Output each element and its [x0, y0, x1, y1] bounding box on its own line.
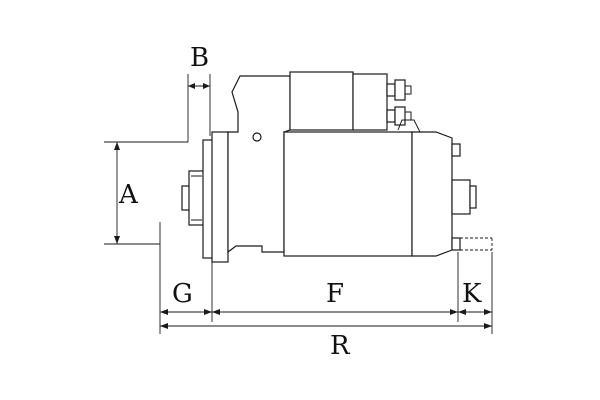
pinion-gear [188, 170, 205, 226]
extension-lines [159, 222, 493, 334]
bearing-boss-tip [469, 185, 477, 209]
dimension-label-r: R [330, 331, 351, 361]
bearing-boss [451, 179, 471, 215]
dimension-label-k: K [462, 279, 482, 309]
drive-housing [227, 75, 291, 254]
dimension-k: K [458, 279, 492, 315]
solenoid-cap [352, 73, 388, 131]
motor-housing [283, 131, 413, 257]
end-cap [411, 131, 453, 257]
mounting-hole [252, 132, 262, 142]
bolt-extension-dashed [460, 237, 493, 251]
bracket-strap [397, 119, 421, 133]
dimension-g: G [160, 279, 212, 315]
terminal-lower-nut [394, 106, 406, 126]
end-cap-bolt-upper [451, 143, 461, 157]
dimension-label-g: G [172, 279, 193, 309]
dimension-b: B [187, 43, 211, 142]
starter-motor [181, 71, 493, 263]
dimension-label-f: F [326, 279, 344, 309]
dimension-f: F [212, 279, 458, 315]
solenoid-body [289, 71, 354, 131]
terminal-upper-nut [394, 79, 406, 101]
dimension-label-a: A [118, 180, 139, 210]
terminal-upper [386, 83, 396, 97]
dimension-r: R [160, 323, 492, 361]
dimension-label-b: B [190, 43, 209, 73]
dimension-a: A [104, 141, 188, 245]
flange-step [211, 131, 229, 263]
end-cap-bolt-lower [451, 237, 461, 251]
terminal-lower [386, 109, 396, 123]
